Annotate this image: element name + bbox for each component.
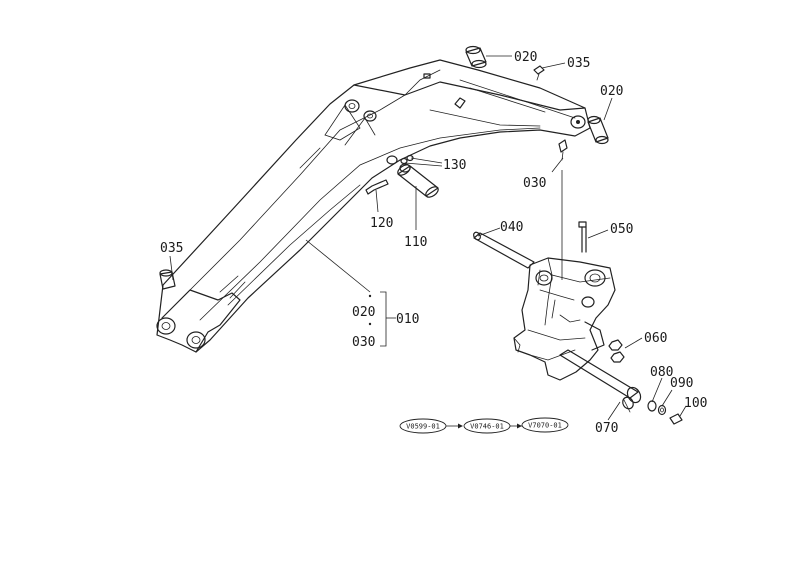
bushing-020-right[interactable] <box>587 115 609 145</box>
callout-060: 060 <box>644 331 667 346</box>
washer-090[interactable] <box>657 404 667 416</box>
callout-030-group: 030 <box>352 335 375 350</box>
pin-040[interactable] <box>472 231 535 269</box>
callout-090: 090 <box>670 376 693 391</box>
bolt-100[interactable] <box>669 413 683 425</box>
grease-fitting-035[interactable] <box>533 65 545 81</box>
callout-030-right: 030 <box>523 176 546 191</box>
version-1: V0599-01 <box>406 423 440 431</box>
swing-bracket[interactable] <box>513 257 616 381</box>
callout-020-top: 020 <box>514 50 537 65</box>
washer-130[interactable] <box>400 154 414 165</box>
callout-labels: 020 035 020 030 130 120 110 035 040 050 … <box>160 50 707 436</box>
version-3: V7070-01 <box>528 422 562 430</box>
callout-020-group: 020 <box>352 305 375 320</box>
pin-110[interactable] <box>396 163 440 200</box>
version-flow: V0599-01 V0746-01 V7070-01 <box>399 417 569 434</box>
collar-080[interactable] <box>647 400 657 412</box>
boom-part[interactable] <box>156 59 591 353</box>
bolt-050[interactable] <box>578 221 587 253</box>
callout-120: 120 <box>370 216 393 231</box>
callout-010: 010 <box>396 312 419 327</box>
grease-fitting-030[interactable] <box>558 139 568 161</box>
pin-070[interactable] <box>559 349 643 413</box>
bushing-020-top[interactable] <box>465 45 487 69</box>
callout-035-left: 035 <box>160 241 183 256</box>
bolt-120[interactable] <box>365 179 389 195</box>
callout-070: 070 <box>595 421 618 436</box>
callout-110: 110 <box>404 235 427 250</box>
callout-020-right: 020 <box>600 84 623 99</box>
callout-035-top: 035 <box>567 56 590 71</box>
leader-lines <box>169 55 687 421</box>
version-2: V0746-01 <box>470 423 504 431</box>
nut-060[interactable] <box>608 339 625 363</box>
callout-080: 080 <box>650 365 673 380</box>
callout-130: 130 <box>443 158 466 173</box>
callout-050: 050 <box>610 222 633 237</box>
callout-040: 040 <box>500 220 523 235</box>
callout-100: 100 <box>684 396 707 411</box>
